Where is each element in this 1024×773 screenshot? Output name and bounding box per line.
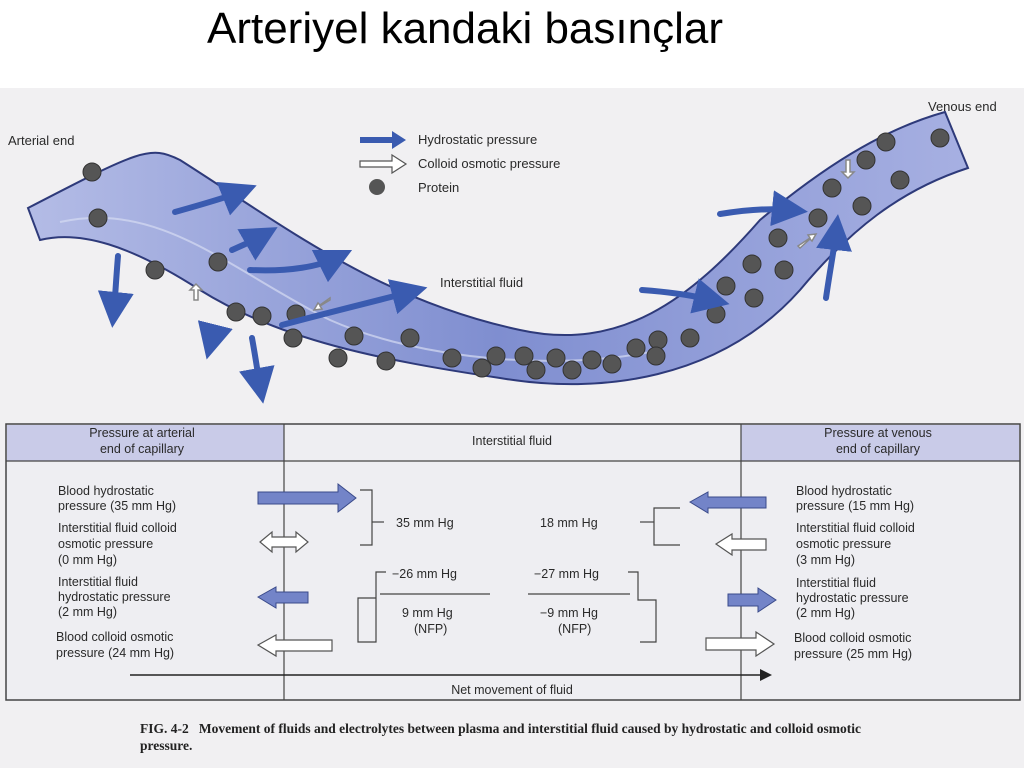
mid-left-top: 35 mm Hg	[396, 516, 454, 530]
dot-icon	[369, 179, 385, 195]
right-row3-line3: (2 mm Hg)	[796, 606, 855, 620]
mid-right-result: −9 mm Hg	[540, 606, 598, 620]
header-left-line2: end of capillary	[100, 442, 185, 456]
right-row4-line2: pressure (25 mm Hg)	[794, 647, 912, 661]
mid-left-nfp: (NFP)	[414, 622, 447, 636]
left-interstitial-hydrostatic-arrow	[257, 586, 309, 609]
venous-end-label: Venous end	[928, 99, 997, 114]
left-row1-line2: pressure (35 mm Hg)	[58, 499, 176, 513]
capillary-diagram: Arterial end Venous end Interstitial flu…	[5, 99, 1021, 701]
left-row3-line2: hydrostatic pressure	[58, 590, 171, 604]
right-blood-hydrostatic-arrow	[689, 491, 767, 514]
left-row4-line2: pressure (24 mm Hg)	[56, 646, 174, 660]
right-blood-colloid-arrow	[705, 630, 776, 658]
capillary-vessel	[26, 110, 970, 386]
left-row4-line1: Blood colloid osmotic	[56, 630, 173, 644]
left-row1-line1: Blood hydrostatic	[58, 484, 154, 498]
hydrostatic-arrows	[97, 181, 852, 404]
slide-title: Arteriyel kandaki basınçlar	[206, 4, 723, 53]
right-row2-line1: Interstitial fluid colloid	[796, 521, 915, 535]
right-row3-line2: hydrostatic pressure	[796, 591, 909, 605]
protein-dots	[82, 128, 950, 380]
header-right-line1: Pressure at venous	[824, 426, 932, 440]
left-blood-colloid-arrow	[256, 633, 333, 658]
figure-number: FIG. 4-2	[140, 721, 189, 736]
mid-right-top: 18 mm Hg	[540, 516, 598, 530]
mid-right-nfp: (NFP)	[558, 622, 591, 636]
mid-left-sub: −26 mm Hg	[392, 567, 457, 581]
net-movement-label: Net movement of fluid	[451, 683, 573, 697]
colloid-arrows	[188, 159, 856, 311]
hollow-arrow-icon	[359, 153, 408, 175]
legend-protein: Protein	[418, 180, 459, 195]
mid-left-result: 9 mm Hg	[402, 606, 453, 620]
interstitial-fluid-label: Interstitial fluid	[440, 275, 523, 290]
pressure-table: Pressure at arterial end of capillary In…	[5, 423, 1021, 701]
legend-colloid: Colloid osmotic pressure	[418, 156, 560, 171]
filled-arrow-icon	[360, 131, 406, 149]
right-row2-line2: osmotic pressure	[796, 537, 891, 551]
left-blood-hydrostatic-arrow	[257, 482, 357, 514]
figure-caption-text: Movement of fluids and electrolytes betw…	[140, 721, 861, 753]
right-row4-line1: Blood colloid osmotic	[794, 631, 911, 645]
figure-panel: Arterial end Venous end Interstitial flu…	[0, 88, 1024, 768]
header-middle: Interstitial fluid	[472, 434, 552, 448]
header-left-line1: Pressure at arterial	[89, 426, 195, 440]
arterial-end-label: Arterial end	[8, 133, 74, 148]
right-colloid-arrow	[714, 532, 767, 557]
right-interstitial-hydrostatic-arrow	[727, 587, 777, 613]
legend: Hydrostatic pressure Colloid osmotic pre…	[359, 131, 560, 195]
left-row2-line1: Interstitial fluid colloid	[58, 521, 177, 535]
legend-hydrostatic: Hydrostatic pressure	[418, 132, 537, 147]
mid-right-sub: −27 mm Hg	[534, 567, 599, 581]
left-colloid-double-arrow	[259, 530, 309, 554]
right-row2-line3: (3 mm Hg)	[796, 553, 855, 567]
left-row3-line1: Interstitial fluid	[58, 575, 138, 589]
left-row2-line3: (0 mm Hg)	[58, 553, 117, 567]
left-row2-line2: osmotic pressure	[58, 537, 153, 551]
right-row3-line1: Interstitial fluid	[796, 576, 876, 590]
left-row3-line3: (2 mm Hg)	[58, 605, 117, 619]
figure-caption: FIG. 4-2 Movement of fluids and electrol…	[140, 720, 900, 754]
header-right-line2: end of capillary	[836, 442, 921, 456]
right-row1-line2: pressure (15 mm Hg)	[796, 499, 914, 513]
right-row1-line1: Blood hydrostatic	[796, 484, 892, 498]
